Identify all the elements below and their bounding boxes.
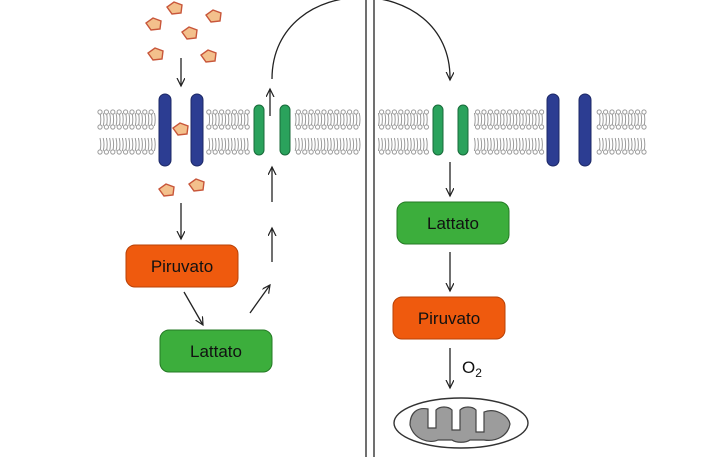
glucose-molecule-icon <box>166 1 183 15</box>
glucose-molecule-icon <box>145 17 162 31</box>
glucose-molecule-icon <box>205 9 222 23</box>
lactate-label-right: Lattato <box>427 214 479 233</box>
glucose-molecule-icon <box>188 178 205 192</box>
glut-transporter-icon <box>158 93 172 167</box>
lactate-label-left: Lattato <box>190 342 242 361</box>
glut-transporter-icon <box>190 93 204 167</box>
arrow-pyruvate-to-lactate-left <box>183 291 203 325</box>
glut-transporter-left <box>158 93 204 167</box>
glut-transporter-icon <box>546 93 560 167</box>
pyruvate-node-right: Piruvato <box>392 296 506 340</box>
glut-transporter-right <box>546 93 592 167</box>
mct-transporter-icon <box>432 104 444 156</box>
glucose-molecule-icon <box>158 183 175 197</box>
glucose-molecule-icon <box>147 47 164 61</box>
lactate-node-left: Lattato <box>159 329 273 373</box>
glucose-molecule-icon <box>200 49 217 63</box>
glut-transporter-icon <box>578 93 592 167</box>
arrow-lactate-shuttle-arc <box>271 0 450 80</box>
cell-boundary <box>365 0 375 457</box>
mct-transporter-left <box>253 104 291 156</box>
glucose-molecule-icon <box>181 26 198 40</box>
mct-transporter-icon <box>457 104 469 156</box>
mct-transporter-icon <box>279 104 291 156</box>
pyruvate-node-left: Piruvato <box>125 244 239 288</box>
mct-transporter-right <box>432 104 469 156</box>
cell-membrane <box>97 109 647 155</box>
glucose-molecule-icon <box>172 122 189 136</box>
glucose-molecules-inside <box>158 178 205 197</box>
mct-transporter-icon <box>253 104 265 156</box>
pyruvate-label-right: Piruvato <box>418 309 480 328</box>
mitochondrion-icon <box>393 397 529 449</box>
lactate-export-arrows <box>249 89 272 314</box>
lactate-node-right: Lattato <box>396 201 510 245</box>
lipid-bilayer <box>97 109 647 155</box>
oxygen-label: O2 <box>462 358 482 380</box>
glucose-molecules <box>145 1 222 63</box>
pyruvate-label-left: Piruvato <box>151 257 213 276</box>
